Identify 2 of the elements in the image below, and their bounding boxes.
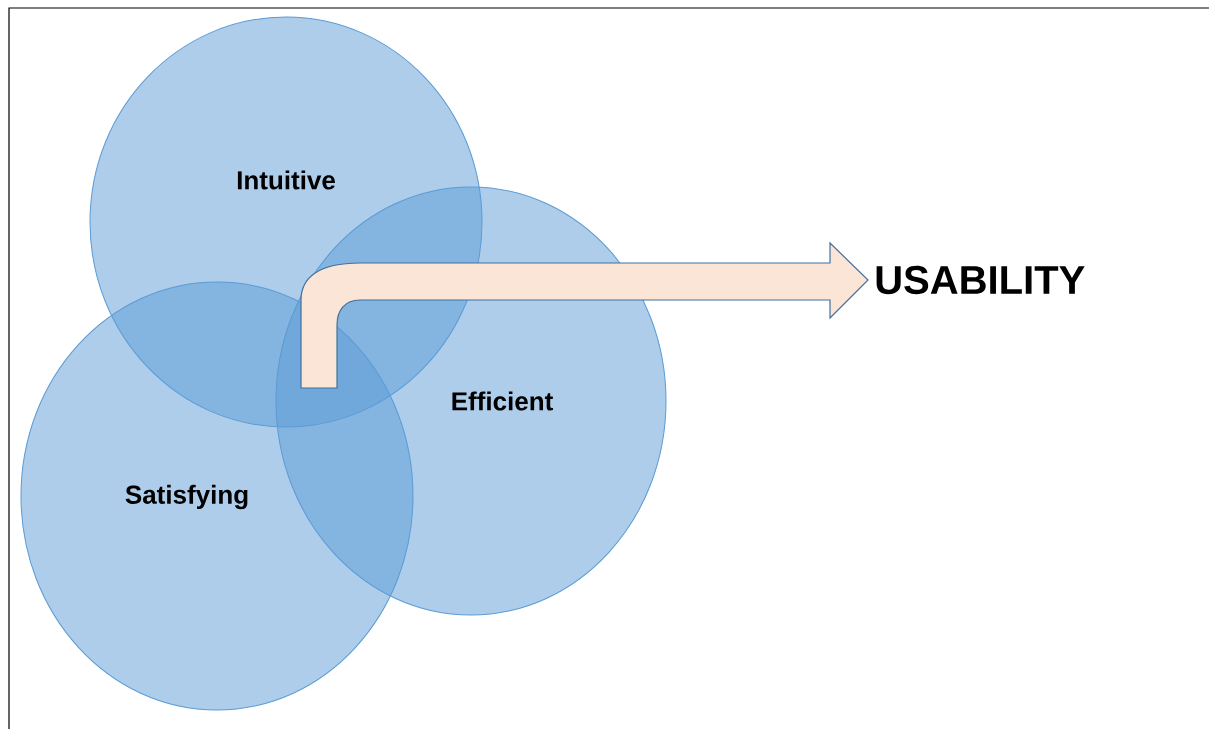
bent-arrow: [300, 242, 869, 389]
heading-text: USABILITY: [876, 265, 1085, 295]
